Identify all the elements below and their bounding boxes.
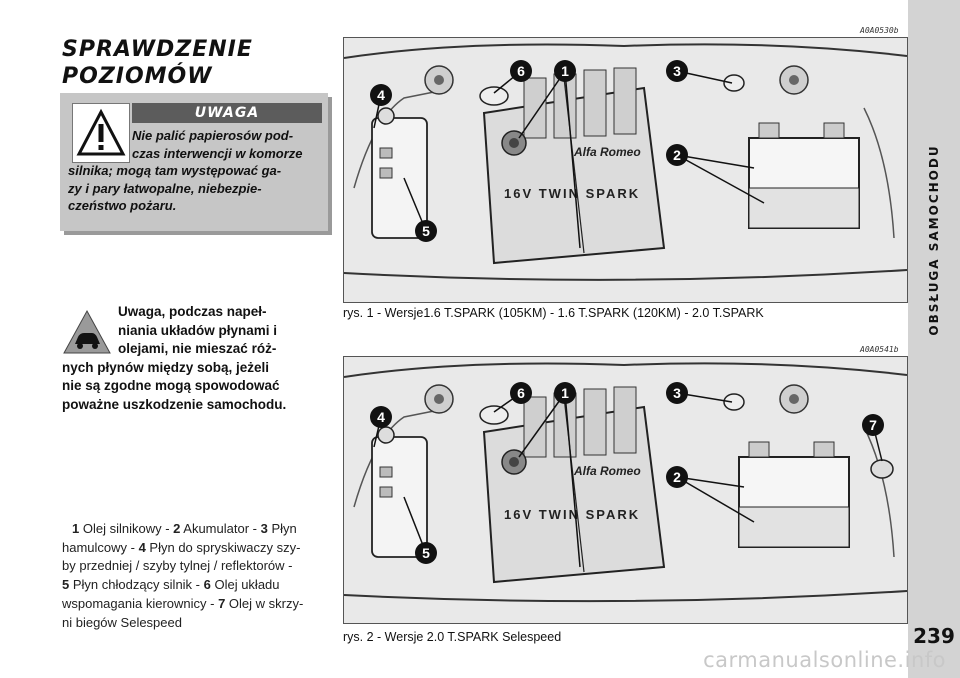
heading-line-2: POZIOMÓW	[62, 64, 213, 89]
warning-text: Nie palić papierosów pod- czas interwenc…	[68, 127, 322, 215]
svg-text:4: 4	[377, 87, 385, 103]
watermark: carmanualsonline.info	[703, 648, 946, 672]
svg-text:1: 1	[561, 63, 569, 79]
warning-line: Nie palić papierosów pod-	[132, 128, 294, 143]
engine-brand-label: Alfa Romeo	[573, 145, 641, 159]
svg-text:6: 6	[517, 63, 525, 79]
caution-line: olejami, nie mieszać róż-	[118, 341, 277, 356]
warning-line: czeństwo pożaru.	[68, 198, 177, 213]
caution-line: niania układów płynami i	[118, 322, 278, 338]
caution-line: nych płynów między sobą, jeżeli	[62, 359, 270, 375]
callout-4: 4	[370, 84, 392, 106]
legend-line: 1 Olej silnikowy - 2 Akumulator - 3 Płyn	[72, 521, 297, 536]
engine-brand-label: Alfa Romeo	[573, 464, 641, 478]
svg-text:6: 6	[517, 385, 525, 401]
warning-triangle-icon	[72, 103, 130, 163]
engine-bay-figure-1: Alfa Romeo 16V TWIN SPARK 1 2	[343, 37, 908, 303]
car-warning-icon	[62, 309, 112, 355]
svg-text:2: 2	[673, 469, 681, 485]
engine-model-label: 16V TWIN SPARK	[504, 186, 640, 201]
caution-line: Uwaga, podczas napeł-	[118, 304, 267, 319]
heading-line-1: SPRAWDZENIE	[62, 37, 253, 62]
section-side-tab	[908, 0, 960, 678]
callout-3: 3	[666, 60, 688, 82]
figure-1-caption: rys. 1 - Wersje1.6 T.SPARK (105KM) - 1.6…	[343, 306, 764, 320]
svg-text:7: 7	[869, 417, 877, 433]
callout-5: 5	[415, 542, 437, 564]
svg-text:3: 3	[673, 385, 681, 401]
callout-1: 1	[554, 60, 576, 82]
page-number: 239	[913, 624, 955, 648]
callout-1: 1	[554, 382, 576, 404]
warning-banner: UWAGA	[132, 103, 322, 123]
legend-line: by przedniej / szyby tylnej / reflektoró…	[62, 558, 293, 574]
svg-text:2: 2	[673, 147, 681, 163]
legend-line: 5 Płyn chłodzący silnik - 6 Olej układu	[62, 577, 280, 593]
svg-text:1: 1	[561, 385, 569, 401]
callout-3: 3	[666, 382, 688, 404]
callout-6: 6	[510, 60, 532, 82]
caution-line: poważne uszkodzenie samochodu.	[62, 396, 287, 412]
engine-bay-figure-2: Alfa Romeo 16V TWIN SPARK 1 2 3	[343, 356, 908, 624]
callout-5: 5	[415, 220, 437, 242]
warning-box: UWAGA Nie palić papierosów pod- czas int…	[60, 93, 328, 231]
warning-line: silnika; mogą tam występować ga-	[68, 163, 282, 178]
figure-2-caption: rys. 2 - Wersje 2.0 T.SPARK Selespeed	[343, 630, 562, 644]
page-heading: SPRAWDZENIE POZIOMÓW	[62, 36, 312, 90]
svg-text:4: 4	[377, 409, 385, 425]
legend-line: wspomagania kierownicy - 7 Olej w skrzy-	[62, 595, 304, 611]
warning-line: zy i pary łatwopalne, niebezpie-	[68, 180, 262, 196]
caution-line: nie są zgodne mogą spowodować	[62, 378, 280, 393]
callout-7: 7	[862, 414, 884, 436]
engine-model-label: 16V TWIN SPARK	[504, 507, 640, 522]
svg-text:5: 5	[422, 223, 430, 239]
figure-code: A0A0530b	[860, 26, 899, 35]
figure-legend: 1 Olej silnikowy - 2 Akumulator - 3 Płyn…	[62, 520, 320, 632]
callout-6: 6	[510, 382, 532, 404]
svg-text:5: 5	[422, 545, 430, 561]
caution-note: Uwaga, podczas napeł- niania układów pły…	[62, 303, 320, 414]
section-title: OBSŁUGA SAMOCHODU	[927, 144, 941, 336]
legend-line: ni biegów Selespeed	[62, 614, 182, 630]
svg-text:3: 3	[673, 63, 681, 79]
callout-2: 2	[666, 466, 688, 488]
callout-4: 4	[370, 406, 392, 428]
figure-code: A0A0541b	[860, 345, 899, 354]
legend-line: hamulcowy - 4 Płyn do spryskiwaczy szy-	[62, 539, 301, 555]
warning-line: czas interwencji w komorze	[132, 145, 303, 161]
caution-text: Uwaga, podczas napeł- niania układów pły…	[62, 303, 320, 414]
callout-2: 2	[666, 144, 688, 166]
